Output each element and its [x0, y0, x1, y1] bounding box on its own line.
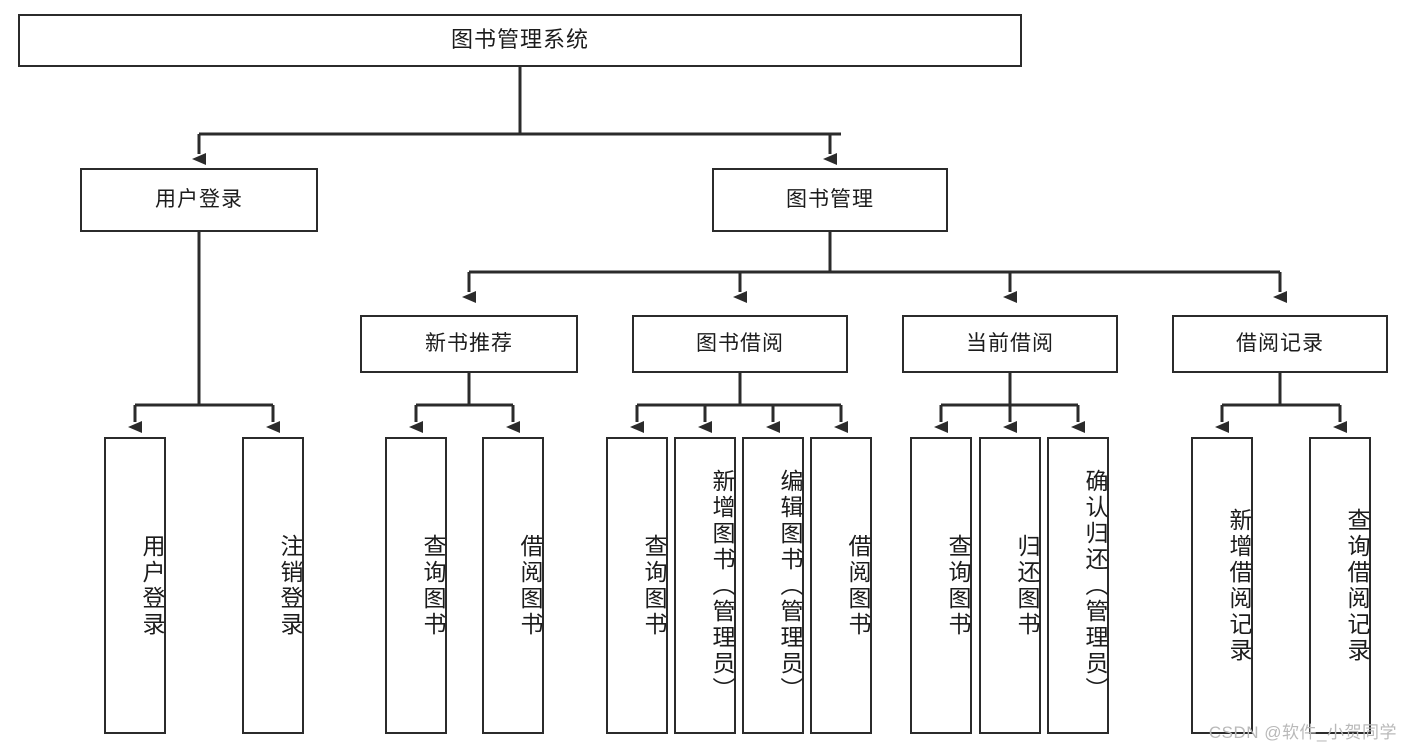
node-label: 新增借阅记录 — [1226, 507, 1252, 664]
leaf-return-book[interactable]: 归还图书 — [979, 437, 1041, 734]
node-label: 图书管理 — [786, 188, 874, 212]
leaf-query-borrow-record[interactable]: 查询借阅记录 — [1309, 437, 1371, 734]
leaf-confirm-return-admin[interactable]: 确认归还（管理员） — [1047, 437, 1109, 734]
node-label: 借阅图书 — [517, 533, 543, 638]
leaf-add-book-admin[interactable]: 新增图书（管理员） — [674, 437, 736, 734]
node-new-book-recommend[interactable]: 新书推荐 — [360, 315, 578, 373]
node-label: 确认归还（管理员） — [1082, 468, 1108, 703]
leaf-edit-book-admin[interactable]: 编辑图书（管理员） — [742, 437, 804, 734]
leaf-user-logout[interactable]: 注销登录 — [242, 437, 304, 734]
leaf-query-book-borrow[interactable]: 查询图书 — [606, 437, 668, 734]
node-label: 查询图书 — [420, 533, 446, 638]
node-current-borrow[interactable]: 当前借阅 — [902, 315, 1118, 373]
node-borrow-record[interactable]: 借阅记录 — [1172, 315, 1388, 373]
node-label: 归还图书 — [1014, 533, 1040, 638]
node-book-borrow[interactable]: 图书借阅 — [632, 315, 848, 373]
node-label: 借阅图书 — [845, 533, 871, 638]
leaf-add-borrow-record[interactable]: 新增借阅记录 — [1191, 437, 1253, 734]
node-label: 当前借阅 — [966, 332, 1054, 356]
node-label: 查询图书 — [641, 533, 667, 638]
node-label: 用户登录 — [155, 188, 243, 212]
node-label: 查询借阅记录 — [1344, 507, 1370, 664]
leaf-borrow-book-recommend[interactable]: 借阅图书 — [482, 437, 544, 734]
node-label: 新书推荐 — [425, 332, 513, 356]
node-label: 图书管理系统 — [450, 27, 589, 53]
leaf-query-book-recommend[interactable]: 查询图书 — [385, 437, 447, 734]
watermark: CSDN @软件_小贺同学 — [1208, 723, 1397, 742]
leaf-query-book-current[interactable]: 查询图书 — [910, 437, 972, 734]
leaf-borrow-book[interactable]: 借阅图书 — [810, 437, 872, 734]
leaf-user-login[interactable]: 用户登录 — [104, 437, 166, 734]
node-label: 编辑图书（管理员） — [777, 468, 803, 703]
node-label: 图书借阅 — [696, 332, 784, 356]
node-label: 新增图书（管理员） — [709, 468, 735, 703]
node-label: 借阅记录 — [1236, 332, 1324, 356]
node-root-library-system[interactable]: 图书管理系统 — [18, 14, 1022, 67]
node-label: 用户登录 — [139, 533, 165, 638]
node-label: 查询图书 — [945, 533, 971, 638]
node-user-login[interactable]: 用户登录 — [80, 168, 318, 232]
node-book-management[interactable]: 图书管理 — [712, 168, 948, 232]
node-label: 注销登录 — [277, 533, 303, 638]
